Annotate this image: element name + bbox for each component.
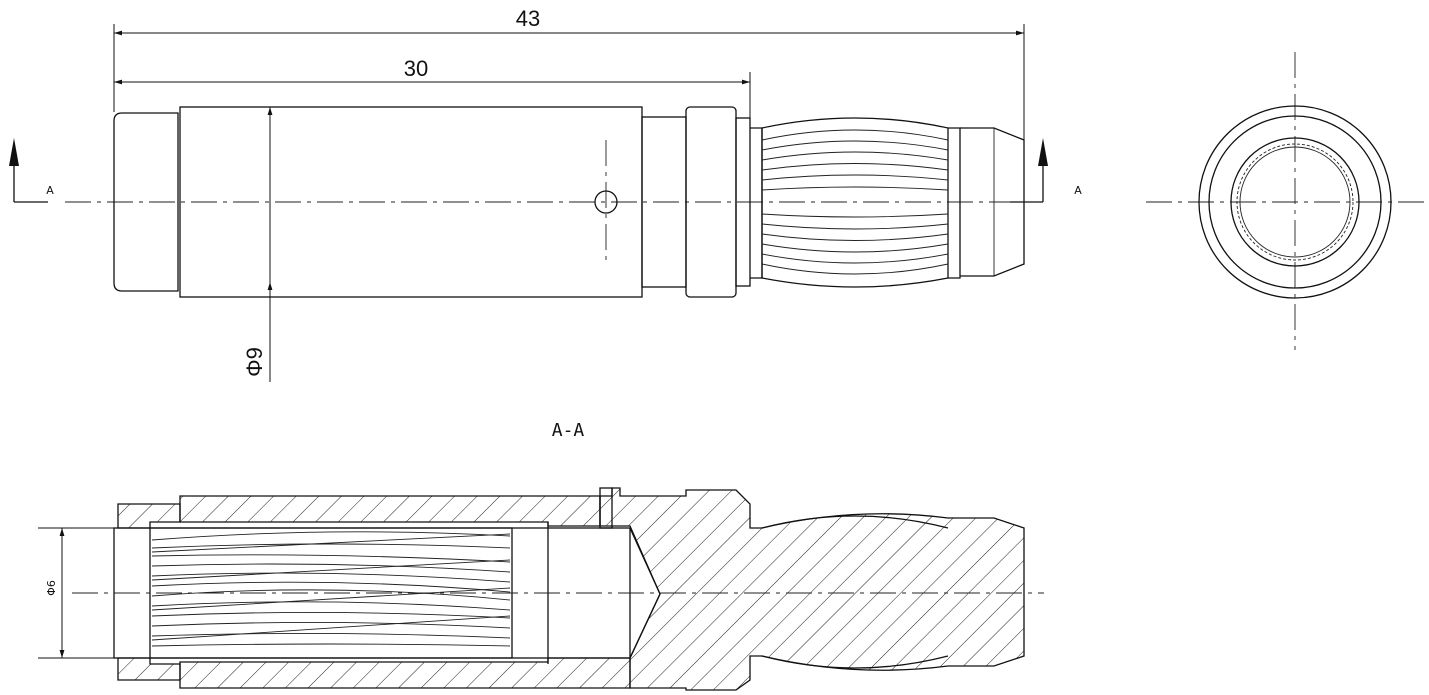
section-hatch-cap-top xyxy=(117,503,181,529)
section-marker-right: A xyxy=(1010,138,1082,203)
side-transition xyxy=(750,127,763,279)
side-spring-grooves xyxy=(761,129,949,275)
section-spring-element xyxy=(149,527,513,659)
section-cross-hole xyxy=(599,487,613,529)
side-view xyxy=(65,106,1035,298)
section-drill-tip xyxy=(629,527,661,659)
section-hatch-top-body xyxy=(179,495,601,527)
dimension-overall-length: 43 xyxy=(113,6,1025,140)
section-view xyxy=(72,487,1044,691)
dimension-body-length: 30 xyxy=(114,56,751,128)
section-top-groove xyxy=(761,515,949,529)
section-spring-wires xyxy=(151,531,511,647)
section-hatch-solid-pin xyxy=(599,487,1025,691)
section-hatch-cap-bottom xyxy=(117,657,181,681)
section-title: A-A xyxy=(552,420,585,441)
dimension-30-label: 30 xyxy=(404,56,428,81)
dimension-inner-diameter: Φ6 xyxy=(38,527,150,659)
end-inner-circle xyxy=(1239,146,1351,258)
end-second-circle xyxy=(1208,115,1382,289)
section-marker-right-label: A xyxy=(1074,184,1082,197)
end-outer-circle xyxy=(1198,105,1392,299)
dimension-43-label: 43 xyxy=(516,6,540,31)
side-left-cap xyxy=(113,112,179,292)
dimension-d9-label: Φ9 xyxy=(242,347,267,377)
section-bottom-groove xyxy=(761,655,949,669)
section-marker-left-label: A xyxy=(46,184,54,197)
section-hatch-bottom-body xyxy=(179,657,631,689)
end-view xyxy=(1146,52,1424,350)
dimension-outer-diameter: Φ9 xyxy=(242,107,273,382)
side-spring-outline xyxy=(761,117,949,288)
dimension-d6-label: Φ6 xyxy=(45,580,58,596)
side-collar-step xyxy=(735,117,751,287)
end-spring-circle xyxy=(1236,143,1354,261)
section-marker-left: A xyxy=(9,138,54,203)
side-tip xyxy=(948,127,961,279)
end-bore-circle xyxy=(1230,137,1360,267)
